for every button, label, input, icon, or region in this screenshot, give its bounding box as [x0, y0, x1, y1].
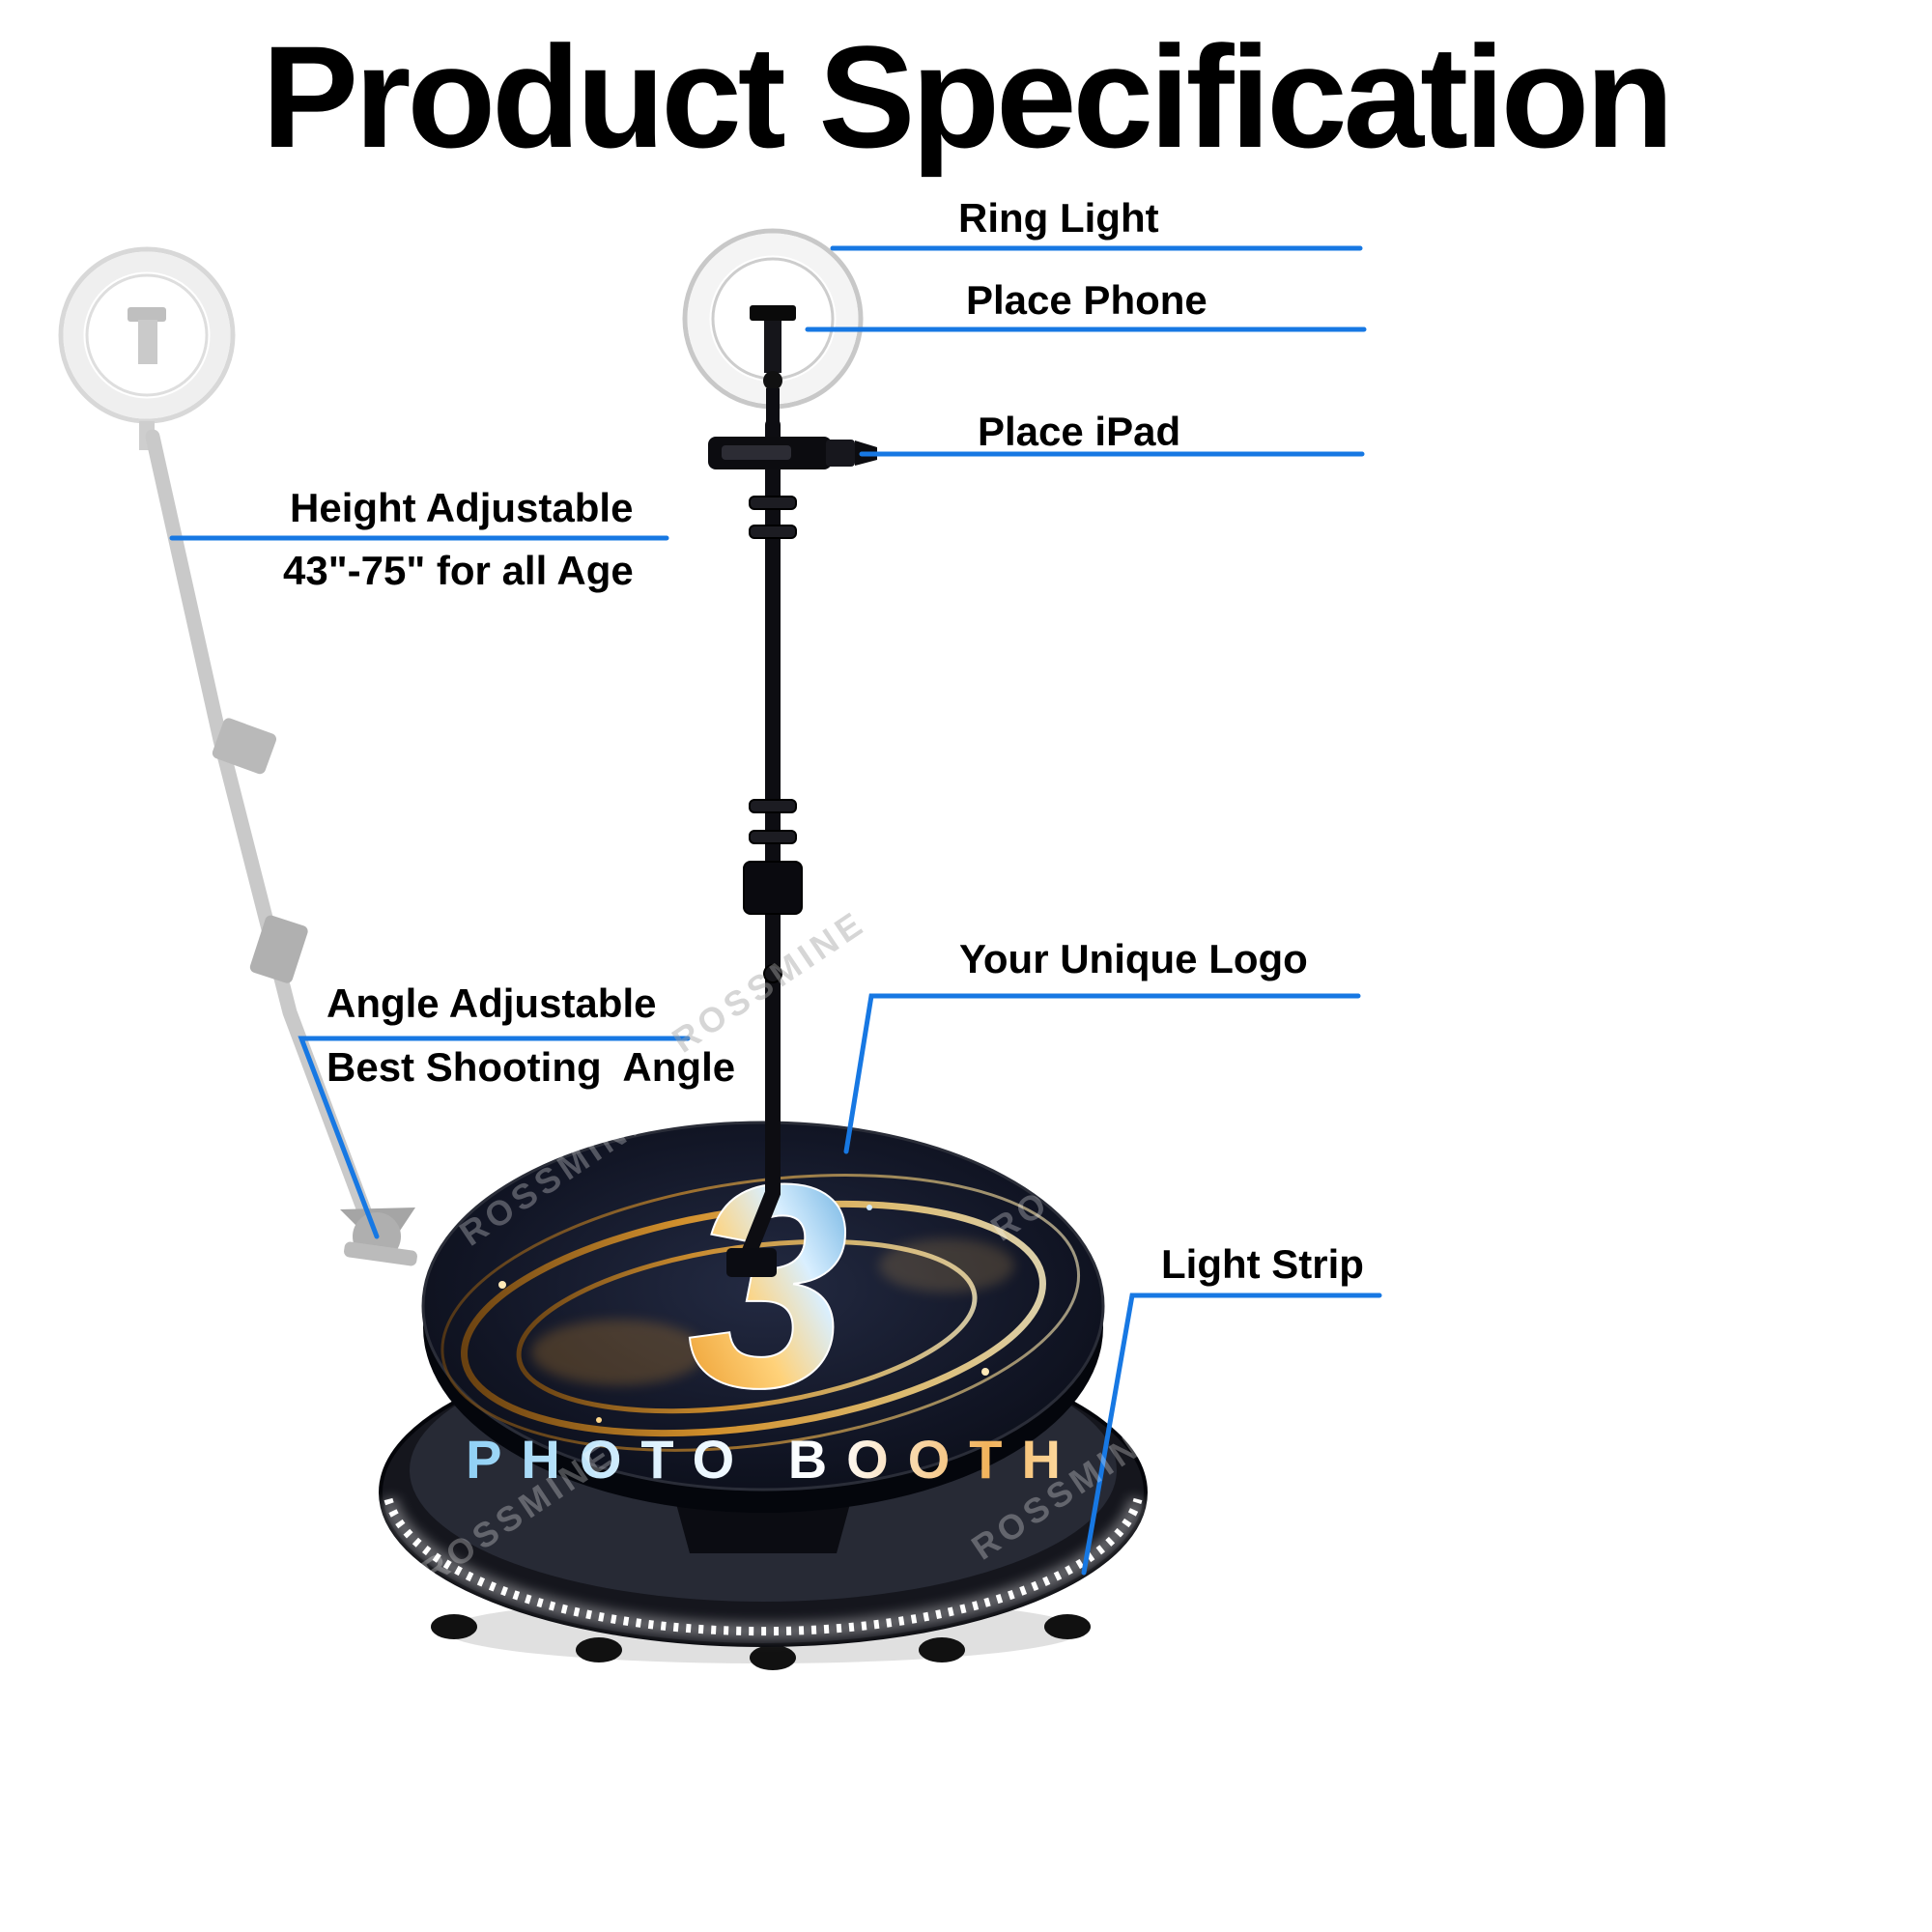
pole-platform-mount — [726, 1248, 777, 1277]
annotation-connectors — [169, 245, 1382, 1576]
pole-adjustment-knobs — [743, 496, 803, 983]
ipad-mount — [708, 437, 877, 469]
angle-adjustable-label: Angle Adjustable — [327, 980, 657, 1026]
light-strip-label: Light Strip — [1161, 1241, 1364, 1287]
height-adjustable-label: Height Adjustable — [290, 485, 634, 530]
ghost-ring-light-icon — [58, 246, 236, 450]
stand-pole — [738, 417, 781, 1268]
turntable-platform: 3 PHOTO BOOTH — [421, 1121, 1105, 1553]
ring-light — [682, 228, 864, 429]
place-phone-label: Place Phone — [966, 277, 1208, 323]
phone-holder — [750, 305, 796, 321]
light-strip-connector — [1081, 1293, 1382, 1576]
angle-adjustable-connector — [298, 1036, 691, 1239]
unique-logo-label: Your Unique Logo — [959, 936, 1308, 981]
page-title: Product Specification — [262, 15, 1674, 178]
unique-logo-connector — [843, 993, 1361, 1154]
ring-light-label: Ring Light — [958, 195, 1159, 241]
platform-light-swirls — [440, 1174, 1081, 1452]
best-shooting-label: Best Shooting Angle — [327, 1044, 736, 1090]
ghost-bracket-lower — [249, 915, 308, 983]
platform-logo-text: PHOTO BOOTH — [466, 1429, 1080, 1490]
height-range-label: 43"-75" for all Age — [283, 548, 634, 593]
light-strip — [384, 1497, 1143, 1636]
place-ipad-label: Place iPad — [978, 409, 1181, 454]
ghost-stand — [58, 246, 417, 1266]
main-stand — [682, 228, 877, 1277]
platform-logo-number: 3 — [688, 1123, 849, 1448]
ghost-bracket-upper — [212, 718, 277, 775]
